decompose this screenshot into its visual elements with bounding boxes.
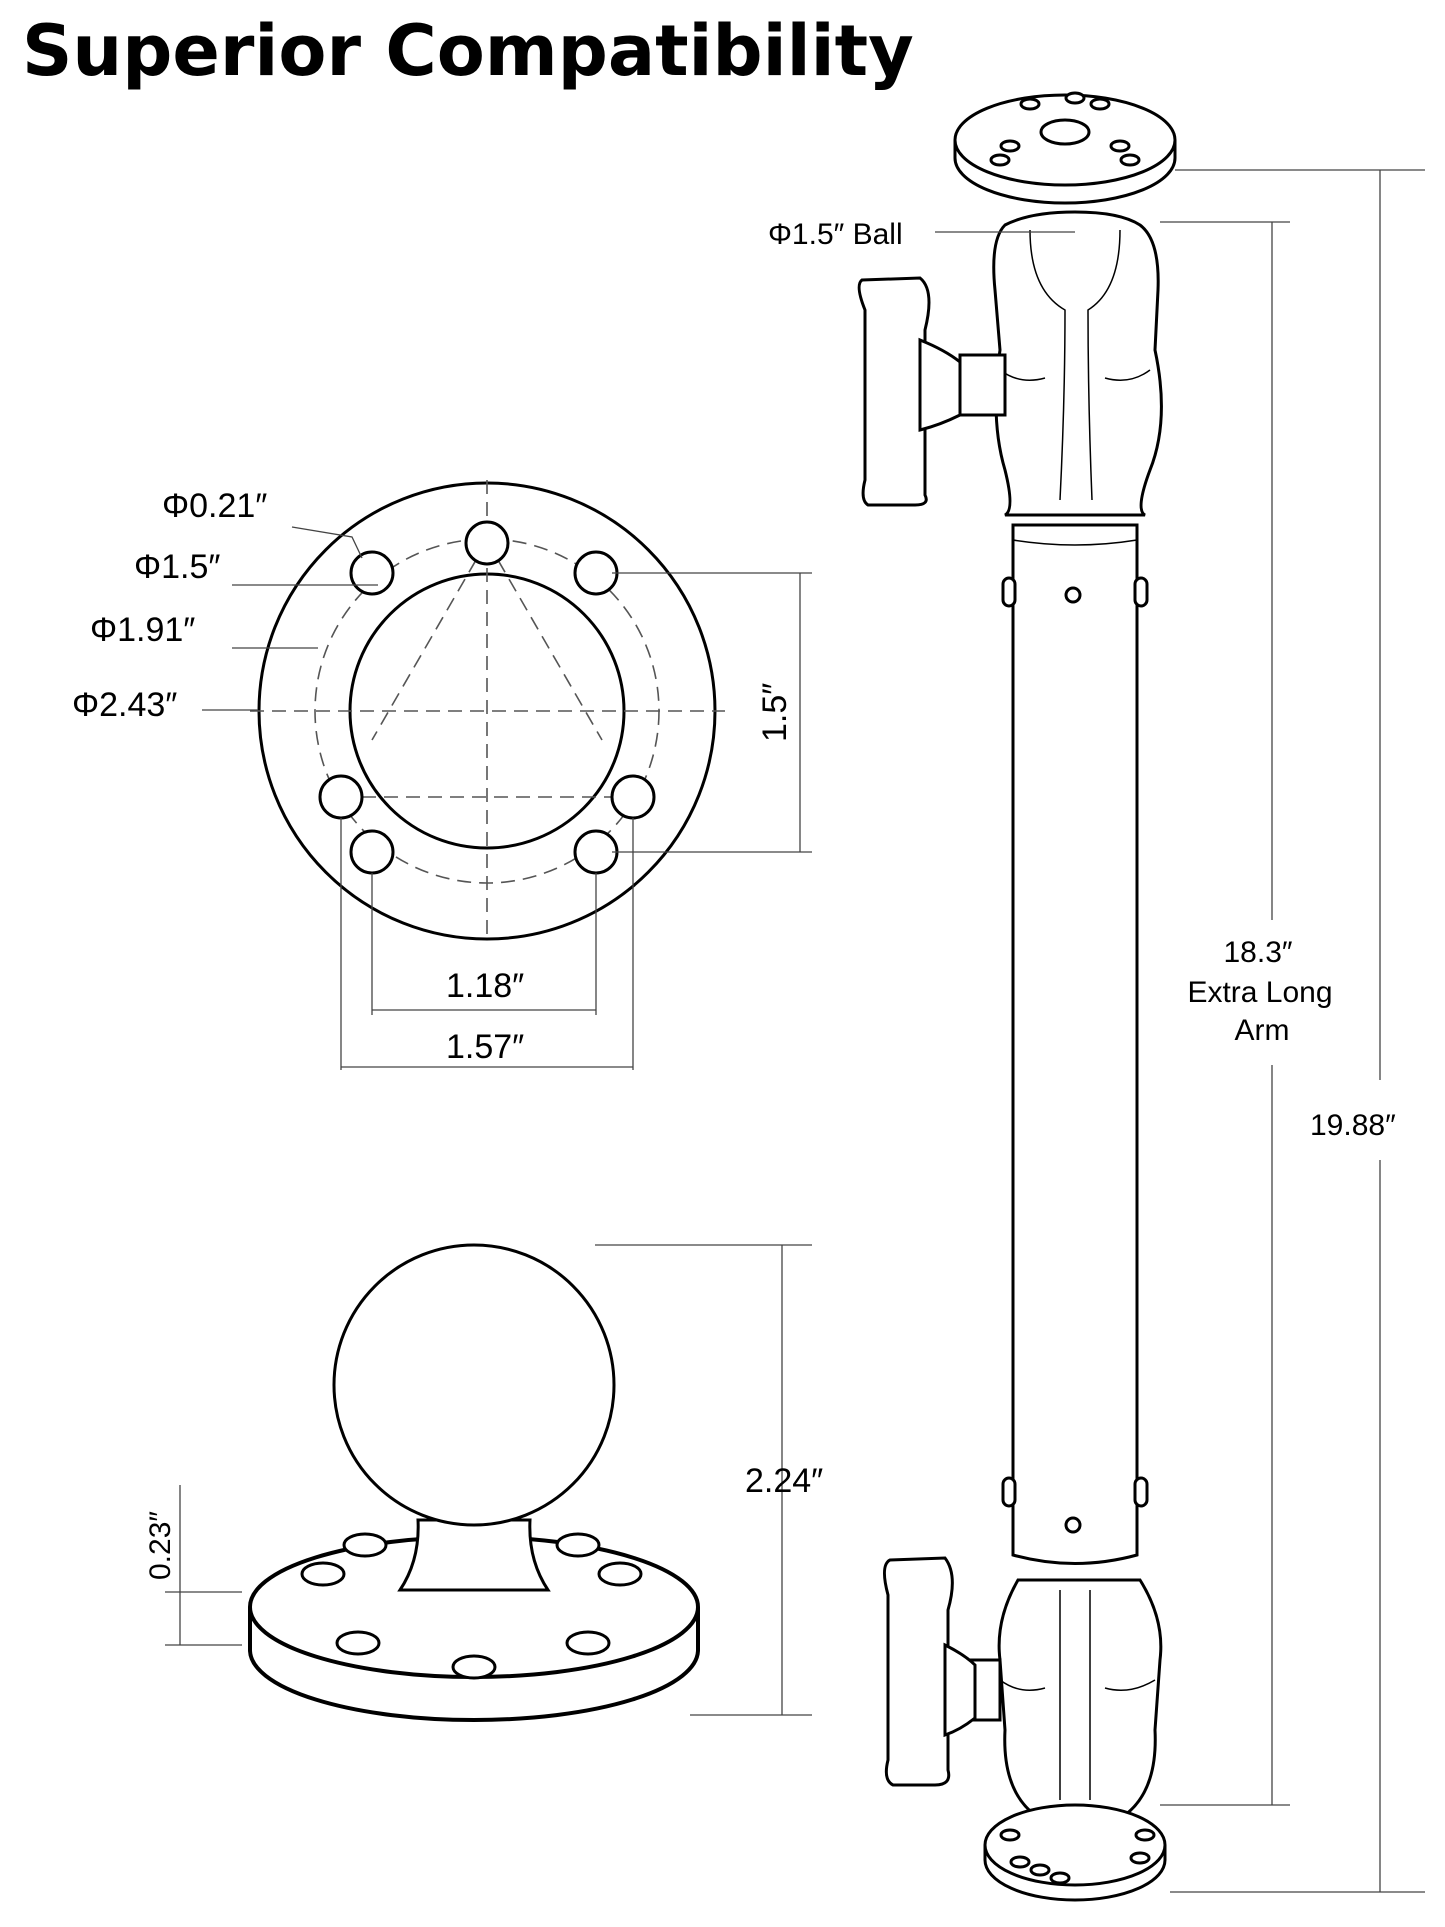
hole-lower-right — [573, 829, 619, 875]
leader-hole — [291, 526, 363, 559]
arm-tube-pin — [1001, 1476, 1017, 1508]
base-hole-7 — [565, 1630, 611, 1656]
bottom-socket-clamp — [883, 1556, 1163, 1817]
base-hole-5 — [335, 1630, 381, 1656]
ball — [332, 1243, 616, 1527]
bottom-round-plate — [983, 1803, 1167, 1902]
top-round-plate — [953, 91, 1177, 205]
bottom-plate-top — [983, 1803, 1167, 1887]
bottom-socket-detail — [999, 1679, 1046, 1691]
arm-tube — [1001, 523, 1149, 1565]
top-plate-hole — [989, 153, 1011, 167]
page-title: Superior Compatibility — [22, 10, 914, 92]
ball-neck — [397, 1518, 551, 1592]
base-hole-6 — [451, 1654, 497, 1680]
bottom-plate-hole — [1029, 1863, 1051, 1877]
hole-upper-left — [349, 550, 395, 596]
top-plate-center-hole — [1039, 118, 1091, 146]
top-knob-collar — [918, 337, 962, 432]
bottom-knob-collar — [943, 1642, 977, 1738]
arm-view: Φ1.5″ Ball 18.3″ Extra Long Arm 19.88″ — [768, 91, 1425, 1902]
hole-lower-left — [349, 829, 395, 875]
arm-tube-pin — [1001, 576, 1017, 608]
bottom-plate-hole — [1009, 1855, 1031, 1869]
bottom-plate-hole — [1129, 1851, 1151, 1865]
top-plate-hole — [1064, 91, 1086, 105]
label-width-outer: 1.57″ — [446, 1028, 524, 1066]
construction-line-right — [486, 540, 603, 741]
label-arm-length-line2: Arm — [1235, 1014, 1290, 1047]
top-socket-seam — [1087, 229, 1121, 501]
arm-tube-screw — [1064, 1516, 1082, 1534]
arm-tube-pin — [1133, 576, 1149, 608]
arm-tube-screw — [1064, 586, 1082, 604]
hole-top — [464, 520, 510, 566]
hole-mid-left — [318, 774, 364, 820]
label-total-height: 2.24″ — [745, 1462, 823, 1500]
label-arm-length-value: 18.3″ — [1223, 936, 1292, 969]
hole-upper-right — [573, 550, 619, 596]
ball-base-view: 0.23″ 2.24″ — [144, 1243, 823, 1722]
bottom-knob-handle — [883, 1556, 954, 1787]
label-dia-bolt-circle-inner: Φ1.5″ — [134, 548, 220, 586]
hole-mid-right — [610, 774, 656, 820]
top-socket-clamp — [857, 210, 1163, 517]
label-dia-hole: Φ0.21″ — [162, 487, 267, 525]
plate-top-view: Φ0.21″ Φ1.5″ Φ1.91″ Φ2.43″ 1.5″ 1.18″ 1.… — [72, 480, 812, 1070]
bottom-plate-hole — [1134, 1828, 1156, 1842]
label-arm-length-line1: Extra Long — [1187, 976, 1332, 1009]
label-dia-plate: Φ2.43″ — [72, 686, 177, 724]
arm-tube-band — [1012, 539, 1138, 546]
label-width-inner: 1.18″ — [446, 967, 524, 1005]
base-hole-2 — [342, 1532, 388, 1558]
bottom-plate-hole — [1049, 1871, 1071, 1885]
top-socket-body — [992, 210, 1163, 517]
top-plate-hole — [1019, 97, 1041, 111]
top-knob-handle — [857, 276, 931, 507]
label-height-spacing: 1.5″ — [756, 683, 794, 742]
base-hole-1 — [300, 1561, 346, 1587]
label-plate-thickness: 0.23″ — [144, 1511, 177, 1580]
top-plate-hole — [1089, 97, 1111, 111]
top-socket-detail — [1104, 369, 1151, 381]
label-dia-bolt-circle-outer: Φ1.91″ — [90, 611, 195, 649]
bottom-plate-hole — [999, 1828, 1021, 1842]
arm-tube-pin — [1133, 1476, 1149, 1508]
top-plate-hole — [1109, 139, 1131, 153]
top-socket-seam — [1029, 229, 1066, 501]
arm-tube-body — [1011, 523, 1139, 1565]
construction-line-left — [371, 540, 488, 741]
bottom-socket-body — [997, 1578, 1163, 1817]
top-knob-stem — [958, 353, 1007, 417]
label-total-length: 19.88″ — [1310, 1109, 1396, 1142]
plate-holes — [318, 520, 656, 875]
label-ball-size: Φ1.5″ Ball — [768, 218, 903, 251]
top-plate-hole — [999, 139, 1021, 153]
top-plate-hole — [1119, 153, 1141, 167]
bottom-socket-detail — [1104, 1679, 1156, 1691]
base-hole-4 — [597, 1561, 643, 1587]
base-hole-3 — [555, 1532, 601, 1558]
